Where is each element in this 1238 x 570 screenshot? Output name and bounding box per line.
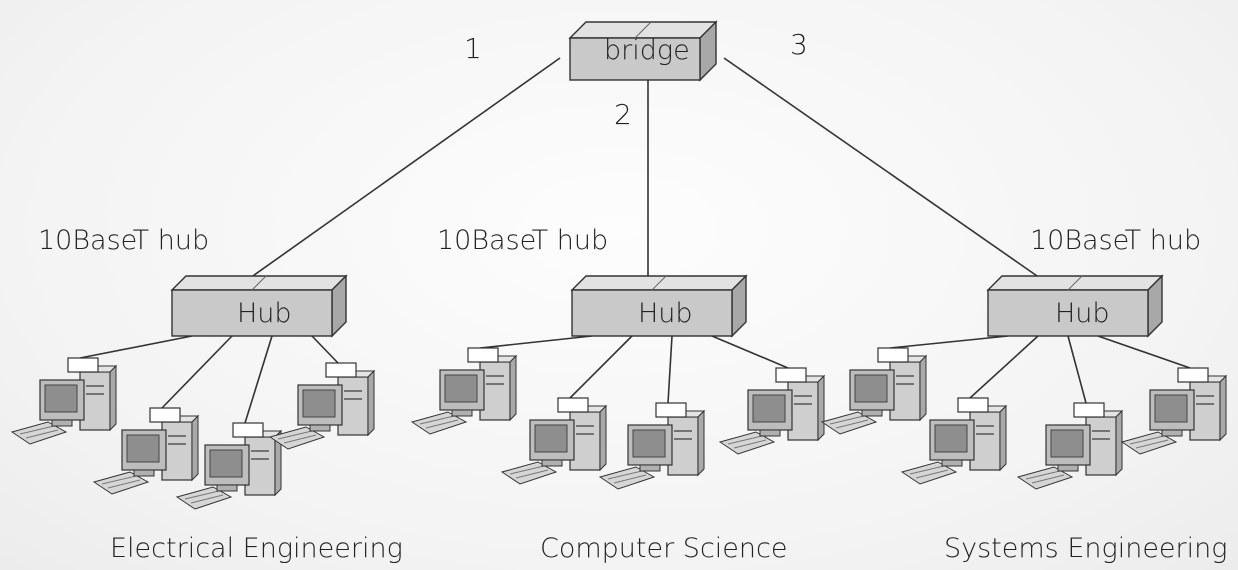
department-label-se: Systems Engineering	[944, 533, 1228, 564]
hub-type-label-ee: 10BaseT hub	[38, 225, 210, 256]
hub-device-2	[570, 274, 748, 338]
department-label-ee: Electrical Engineering	[110, 533, 403, 564]
hub-label-cs: Hub	[638, 298, 693, 329]
computer-icon	[820, 347, 928, 435]
computer-icon	[900, 397, 1008, 485]
hub-3-link-1	[889, 335, 1009, 349]
hub-3-link-3	[1067, 335, 1087, 404]
bridge-link-3	[723, 57, 1041, 279]
bridge-label: bridge	[604, 35, 690, 66]
bridge-link-1	[249, 57, 561, 279]
hub-type-label-se: 10BaseT hub	[1030, 225, 1202, 256]
hub-1-link-2	[161, 335, 233, 409]
port-3-label: 3	[790, 28, 808, 61]
hub-device-1	[170, 274, 348, 338]
hub-label-ee: Hub	[237, 298, 292, 329]
computer-icon	[718, 367, 826, 455]
computer-icon	[10, 357, 118, 445]
computer-icon	[500, 397, 608, 485]
port-2-label: 2	[614, 98, 632, 131]
port-1-label: 1	[464, 32, 482, 65]
hub-device-3	[986, 274, 1164, 338]
hub-2-link-1	[479, 335, 593, 349]
computer-icon	[1016, 402, 1124, 490]
hub-3-link-4	[1097, 335, 1191, 369]
computer-icon	[175, 422, 283, 510]
computer-icon	[1120, 367, 1228, 455]
hub-2-link-3	[667, 335, 673, 404]
computer-icon	[268, 362, 376, 450]
hub-2-link-4	[711, 335, 789, 369]
bridge-device	[568, 20, 718, 82]
hub-label-se: Hub	[1055, 298, 1110, 329]
department-label-cs: Computer Science	[540, 533, 788, 564]
hub-2-link-2	[569, 335, 633, 399]
hub-1-link-4	[311, 335, 339, 364]
hub-3-link-2	[969, 335, 1039, 399]
hub-1-link-1	[79, 335, 193, 359]
computer-icon	[92, 407, 200, 495]
hub-type-label-cs: 10BaseT hub	[437, 225, 609, 256]
hub-1-link-3	[244, 335, 273, 424]
computer-icon	[410, 347, 518, 435]
computer-icon	[598, 402, 706, 490]
